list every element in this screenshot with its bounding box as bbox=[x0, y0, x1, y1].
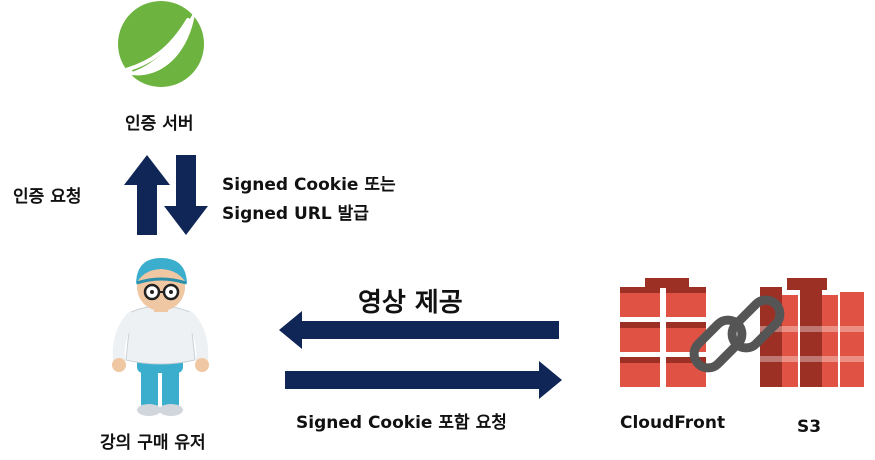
cloudfront-label: CloudFront bbox=[620, 413, 726, 433]
provide-video-label: 영상 제공 bbox=[358, 288, 463, 318]
cloudfront-icon bbox=[620, 278, 706, 387]
s3-icon bbox=[760, 278, 864, 387]
provide-video-arrow bbox=[279, 311, 559, 349]
chain-link-icon bbox=[689, 295, 785, 373]
request-with-cookie-arrow bbox=[285, 361, 562, 399]
s3-label: S3 bbox=[797, 417, 822, 437]
user-label: 강의 구매 유저 bbox=[100, 433, 206, 453]
issue-label-line2: Signed URL 발급 bbox=[222, 204, 369, 224]
auth-request-label: 인증 요청 bbox=[13, 187, 82, 207]
issue-label-line1: Signed Cookie 또는 bbox=[222, 175, 396, 195]
auth-request-arrow bbox=[124, 155, 170, 235]
auth-server-label: 인증 서버 bbox=[125, 114, 194, 134]
user-avatar-icon bbox=[112, 258, 209, 416]
spring-leaf-icon bbox=[118, 1, 204, 87]
issue-arrow bbox=[164, 155, 208, 235]
request-with-cookie-label: Signed Cookie 포함 요청 bbox=[296, 413, 507, 433]
